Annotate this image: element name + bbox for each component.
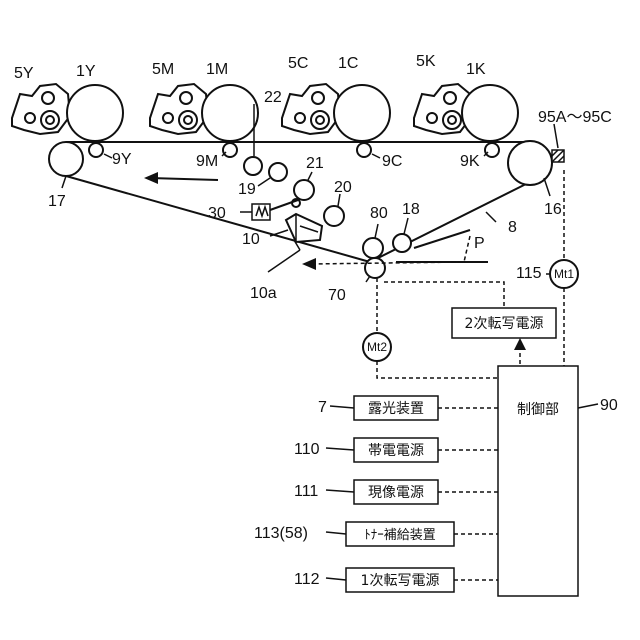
roller-16 xyxy=(508,141,552,185)
roller-20 xyxy=(324,206,344,226)
roller-9c xyxy=(357,143,371,157)
label-5c: 5C xyxy=(288,55,308,72)
label-20: 20 xyxy=(334,179,352,196)
label-10a: 10a xyxy=(250,285,277,302)
label-90: 90 xyxy=(600,397,618,414)
label-18: 18 xyxy=(402,201,420,218)
label-95a-95c: 95A～95C xyxy=(538,109,612,126)
roller-9y xyxy=(89,143,103,157)
label-17: 17 xyxy=(48,193,66,210)
unit-cyan xyxy=(282,84,390,141)
label-8: 8 xyxy=(508,219,517,236)
drum-1y xyxy=(67,85,123,141)
label-5k: 5K xyxy=(416,53,436,70)
label-22: 22 xyxy=(264,89,282,106)
label-p: P xyxy=(474,235,485,252)
secondary-transfer-power-label: 2次転写電源 xyxy=(465,316,544,332)
roller-9m xyxy=(223,143,237,157)
roller-22 xyxy=(244,157,262,175)
label-16: 16 xyxy=(544,201,562,218)
label-1k: 1K xyxy=(466,61,486,78)
label-9y: 9Y xyxy=(112,151,132,168)
unit-yellow xyxy=(12,84,123,141)
label-21: 21 xyxy=(306,155,324,172)
roller-70 xyxy=(365,258,385,278)
primary-transfer-power-label: 1次転写電源 xyxy=(361,573,440,589)
label-7: 7 xyxy=(318,399,327,416)
label-30: 30 xyxy=(208,205,226,222)
motor-mt2-label: Mt2 xyxy=(367,340,387,354)
belt-direction-arrow xyxy=(144,172,218,184)
label-1m: 1M xyxy=(206,61,228,78)
label-10: 10 xyxy=(242,231,260,248)
label-9k: 9K xyxy=(460,153,480,170)
drum-1c xyxy=(334,85,390,141)
label-19: 19 xyxy=(238,181,256,198)
controller-box xyxy=(498,366,578,596)
label-5m: 5M xyxy=(152,61,174,78)
developing-power-label: 現像電源 xyxy=(368,485,424,501)
label-9c: 9C xyxy=(382,153,402,170)
toner-supply-label: ﾄﾅｰ補給装置 xyxy=(364,528,436,543)
label-5y: 5Y xyxy=(14,65,34,82)
label-9m: 9M xyxy=(196,153,218,170)
roller-80 xyxy=(363,238,383,258)
roller-21 xyxy=(294,180,314,200)
unit-black xyxy=(414,84,518,141)
label-70: 70 xyxy=(328,287,346,304)
label-112: 112 xyxy=(294,571,320,588)
motor-mt1-label: Mt1 xyxy=(554,267,574,281)
roller-18 xyxy=(393,234,411,252)
motor-mt2: Mt2 xyxy=(363,333,391,361)
paper-path-top xyxy=(414,230,470,248)
cleaner-box-10 xyxy=(286,214,322,242)
label-111: 111 xyxy=(294,483,318,500)
drum-1k xyxy=(462,85,518,141)
unit-magenta xyxy=(150,84,258,141)
charging-power-label: 帯電電源 xyxy=(368,443,424,459)
label-80: 80 xyxy=(370,205,388,222)
controller-label: 制御部 xyxy=(517,402,559,418)
label-1c: 1C xyxy=(338,55,358,72)
label-115: 115 xyxy=(516,265,542,282)
roller-9k xyxy=(485,143,499,157)
exposure-device-label: 露光装置 xyxy=(368,401,424,417)
label-1y: 1Y xyxy=(76,63,96,80)
drum-1m xyxy=(202,85,258,141)
label-110: 110 xyxy=(294,441,320,458)
roller-17 xyxy=(49,142,83,176)
label-113-58: 113(58) xyxy=(254,525,308,542)
motor-mt1: Mt1 xyxy=(550,260,578,288)
roller-19 xyxy=(269,163,287,181)
